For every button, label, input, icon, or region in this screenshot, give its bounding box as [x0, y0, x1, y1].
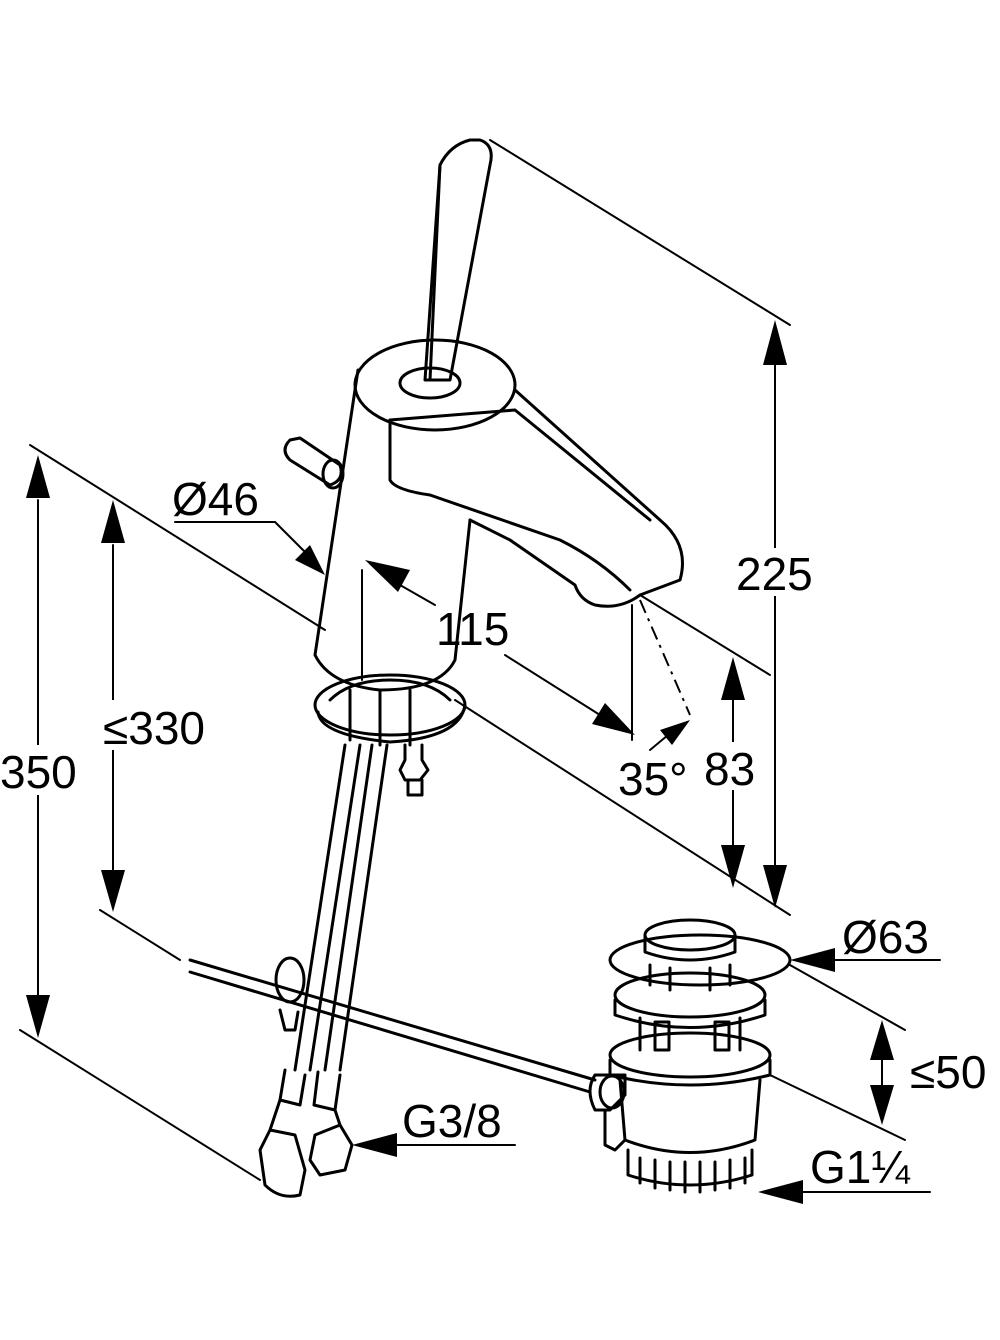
dim-63: [790, 948, 941, 972]
dim-overall-height: 350: [0, 746, 77, 798]
dim-115: [365, 560, 635, 735]
dim-max-height: ≤330: [103, 702, 205, 754]
dim-spout-height: 83: [704, 743, 755, 795]
dim-46: [174, 521, 325, 575]
dim-supply-thread: G3/8: [402, 1095, 502, 1147]
dim-g38: [352, 1133, 516, 1157]
dim-225: [763, 320, 787, 908]
dim-waste-height: ≤50: [910, 1046, 986, 1098]
popup-waste: [588, 918, 792, 1194]
dim-waste-thread: G1¼: [810, 1141, 910, 1193]
dim-waste-diameter: Ø63: [842, 911, 929, 963]
label-bg-350: [0, 745, 85, 795]
label-bg-225: [738, 548, 828, 596]
dim-handle-diameter: Ø46: [172, 473, 259, 525]
dim-g114: [758, 1180, 931, 1204]
dim-35: [649, 720, 690, 751]
dim-spout-reach: 115: [436, 603, 509, 655]
faucet-lever: [423, 138, 493, 382]
dim-total-height: 225: [736, 548, 813, 600]
label-bg-83: [700, 742, 765, 790]
label-bg-330: [100, 700, 220, 750]
linkage-rod: [188, 956, 597, 1094]
mounting-flange: [313, 673, 467, 797]
dim-50: [870, 1020, 894, 1125]
extension-lines: [19, 139, 906, 1181]
popup-rod-knob: [283, 436, 345, 490]
faucet-body: [313, 338, 684, 692]
spout-angle-line: [639, 599, 691, 716]
dim-spout-angle: 35°: [618, 753, 688, 805]
supply-hoses: [258, 743, 389, 1198]
